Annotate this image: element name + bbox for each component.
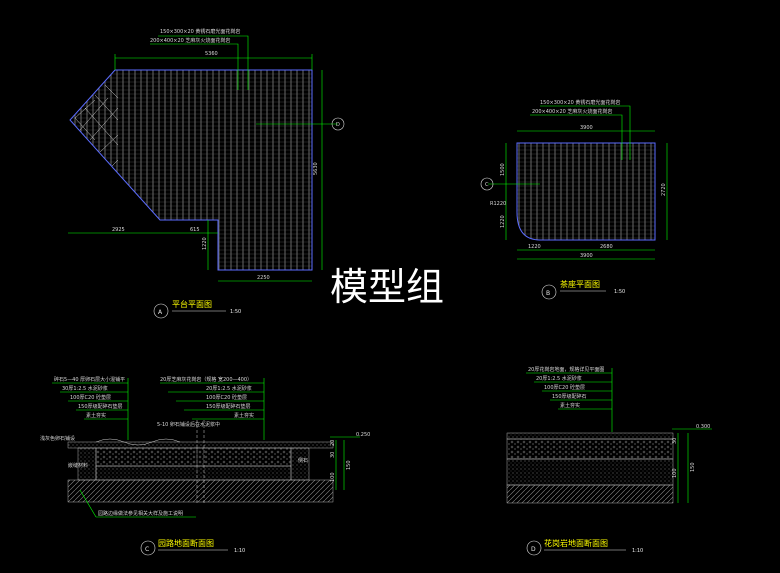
section-c-d1: 20 [330,440,336,446]
section-c-left-note-2: 30厚1:2.5 水泥砂浆 [62,385,108,392]
plan-a-badge-circle [153,303,169,319]
section-d-d1: 30 [672,438,678,444]
section-d-badge: D [531,546,536,553]
section-c-right-note-1: 20厚芝麻灰花岗岩（规格 宽200—400） [160,376,252,383]
section-c-right-note-3: 100厚C20 砼垫层 [206,394,247,401]
plan-a-dim-right: 5630 [313,162,319,175]
plan-b-dim-right: 2720 [661,183,667,196]
section-c-d4: 150 [346,460,352,470]
plan-a: 150×300×20 黄锈石磨光面花岗岩 200×400×20 芝麻灰火烧面花岗… [68,28,345,319]
section-c-left-note-1: 碎石5—40 厚卵石层大小混铺平 [54,376,125,383]
plan-b-dim-top: 3900 [580,125,593,131]
section-c-left-note-5: 素土夯实 [86,412,106,419]
plan-a-note-2: 200×400×20 芝麻灰火烧面花岗岩 [150,37,230,44]
plan-a-hatch-chevrons [74,84,119,167]
section-d-note-3: 100厚C20 砼垫层 [544,384,585,391]
plan-b-dim-b2: 2680 [600,244,613,250]
plan-b-title: 茶座平面图 [560,279,600,289]
section-d-d3: 150 [690,462,696,472]
plan-b-badge: B [546,290,550,297]
section-c-mid-note: 5-10 卵石铺设后在水泥浆中 [157,421,220,428]
section-d-note-5: 素土夯实 [560,402,580,409]
section-c-d3: 100 [330,472,336,482]
section-c: 碎石5—40 厚卵石层大小混铺平 30厚1:2.5 水泥砂浆 100厚C20 砼… [40,376,370,556]
plan-a-dim-step: 1220 [202,237,208,250]
section-c-left-note-3: 100厚C20 砼垫层 [70,394,111,401]
section-c-d2: 30 [330,452,336,458]
plan-b-badge-circle [541,284,557,300]
plan-a-title: 平台平面图 [172,299,212,309]
plan-b-note-2: 200×400×20 芝麻灰火烧面花岗岩 [532,108,612,115]
plan-b-outline [516,142,656,241]
plan-a-badge: A [158,309,163,316]
plan-a-outline [69,69,313,271]
section-d-d2: 100 [672,468,678,478]
section-c-right-note-2: 20厚1:2.5 水泥砂浆 [206,385,252,392]
section-d: 20厚花岗岩地面，规格详见平面图 20厚1:2.5 水泥砂浆 100厚C20 砼… [506,366,712,556]
plan-b-scale: 1:50 [614,289,625,295]
section-c-level: 0.250 [356,432,370,438]
plan-b-dim-left1: 1500 [500,163,506,176]
watermark: 模型组 [330,265,444,309]
section-c-badge: C [145,546,149,553]
section-d-note-4: 150厚级配碎石 [552,393,587,400]
plan-b-note-1: 150×300×20 黄锈石磨光面花岗岩 [540,99,620,106]
section-d-title: 花岗岩地面断面图 [544,538,608,548]
section-c-title: 园路地面断面图 [158,538,214,548]
section-c-bottom-note: 园路边缘做法参见相关大样及施工说明 [98,510,183,517]
section-d-scale: 1:10 [632,548,643,554]
plan-a-dim-bottom: 2250 [257,275,270,281]
section-c-scale: 1:10 [234,548,245,554]
plan-a-scale: 1:50 [230,309,241,315]
section-c-left-note-a: 浅灰色卵石铺设 [40,435,75,442]
section-d-level: 0.300 [696,424,710,430]
plan-b: 150×300×20 黄锈石磨光面花岗岩 200×400×20 芝麻灰火烧面花岗… [480,99,668,300]
section-c-left-note-b: 嵌缝材料 [68,462,88,469]
section-c-badge-circle [140,540,156,556]
section-d-note-2: 20厚1:2.5 水泥砂浆 [536,375,582,382]
plan-b-dim-bottom: 3900 [580,253,593,259]
section-c-right-note-4: 150厚级配碎石垫层 [206,403,251,410]
section-d-badge-circle [526,540,542,556]
plan-a-dim-top: 5360 [205,51,218,57]
section-c-right-note-5: 素土夯实 [234,412,254,419]
plan-a-note-1: 150×300×20 黄锈石磨光面花岗岩 [160,28,240,35]
plan-a-marker: D [336,122,340,128]
section-c-side-note: 侧石 [298,457,308,464]
section-d-note-1: 20厚花岗岩地面，规格详见平面图 [528,366,604,373]
section-c-left-note-4: 150厚级配碎石垫层 [78,403,123,410]
plan-a-dim-left: 2925 [112,227,125,233]
plan-b-radius: R1220 [490,201,506,207]
plan-b-marker: C [485,182,489,188]
plan-b-dim-b1: 1220 [528,244,541,250]
plan-a-dim-mid: 615 [190,227,200,233]
plan-b-dim-left2: 1220 [500,215,506,228]
